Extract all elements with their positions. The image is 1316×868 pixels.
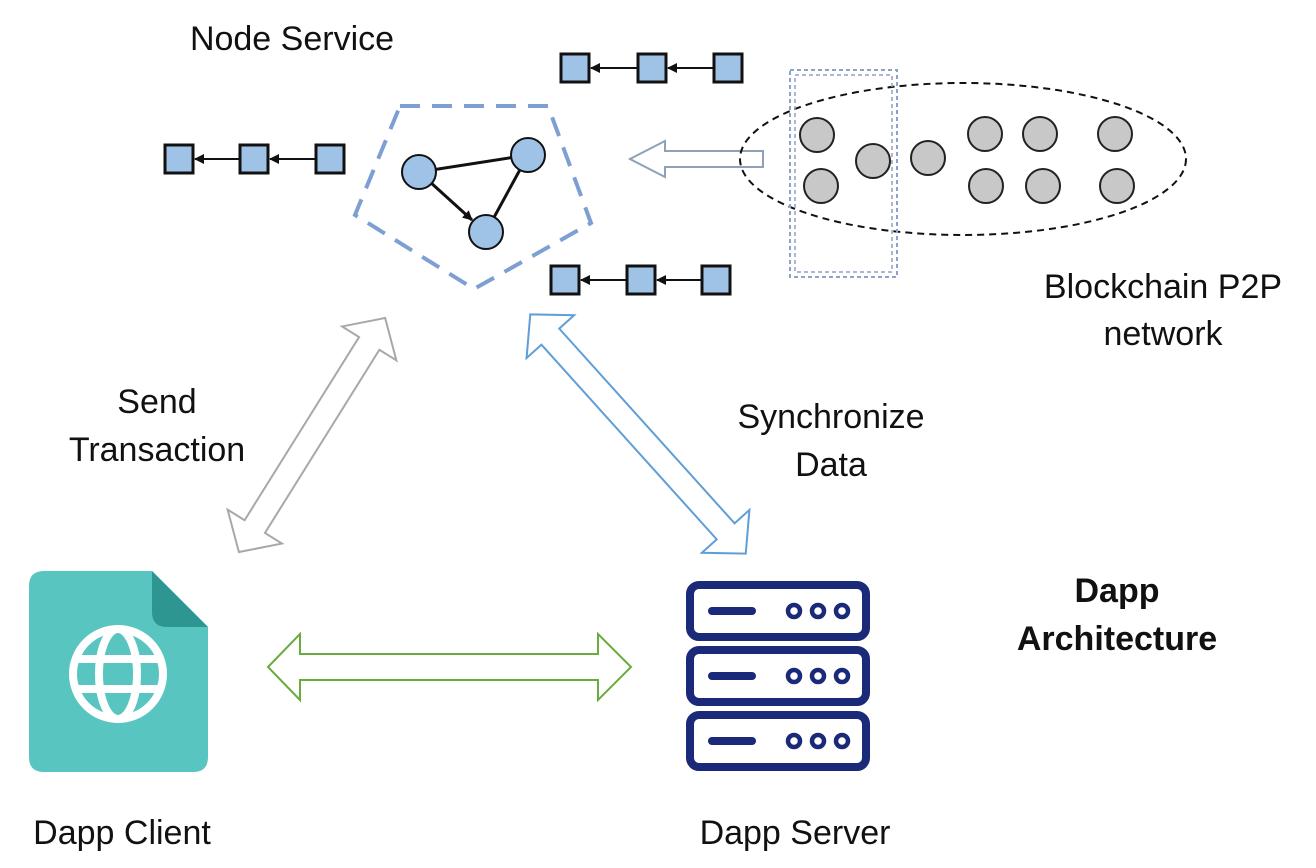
block-chain-left (163, 143, 346, 175)
globe-document-icon (29, 571, 208, 772)
send-label-line1: Send (117, 383, 196, 421)
node-service (352, 104, 594, 292)
node-c (468, 214, 504, 250)
node-service-label: Node Service (190, 20, 394, 58)
client-server-arrow (266, 631, 633, 703)
title-line2: Architecture (1017, 620, 1217, 658)
node-b (510, 137, 546, 173)
server-rack-icon (686, 581, 870, 771)
send-label-line2: Transaction (69, 431, 245, 469)
p2p-network-ellipse (739, 82, 1187, 236)
node-service-boundary (352, 104, 594, 292)
sync-label-line2: Data (795, 446, 867, 484)
blockchain-p2p-network (739, 69, 1187, 278)
selected-peers-box (789, 69, 898, 278)
dapp-client-label: Dapp Client (33, 814, 211, 852)
sync-label-line1: Synchronize (737, 398, 924, 436)
block-chain-top (559, 52, 744, 84)
send-transaction-arrow (226, 316, 398, 554)
p2p-to-node-arrow (627, 139, 764, 179)
block-chain-bottom (549, 264, 732, 296)
p2p-label-line2: network (1103, 315, 1223, 353)
p2p-label-line1: Blockchain P2P (1044, 268, 1282, 306)
dapp-server-label: Dapp Server (700, 814, 891, 852)
title-line1: Dapp (1075, 572, 1160, 610)
node-a (401, 154, 437, 190)
synchronize-data-arrow (525, 313, 751, 555)
